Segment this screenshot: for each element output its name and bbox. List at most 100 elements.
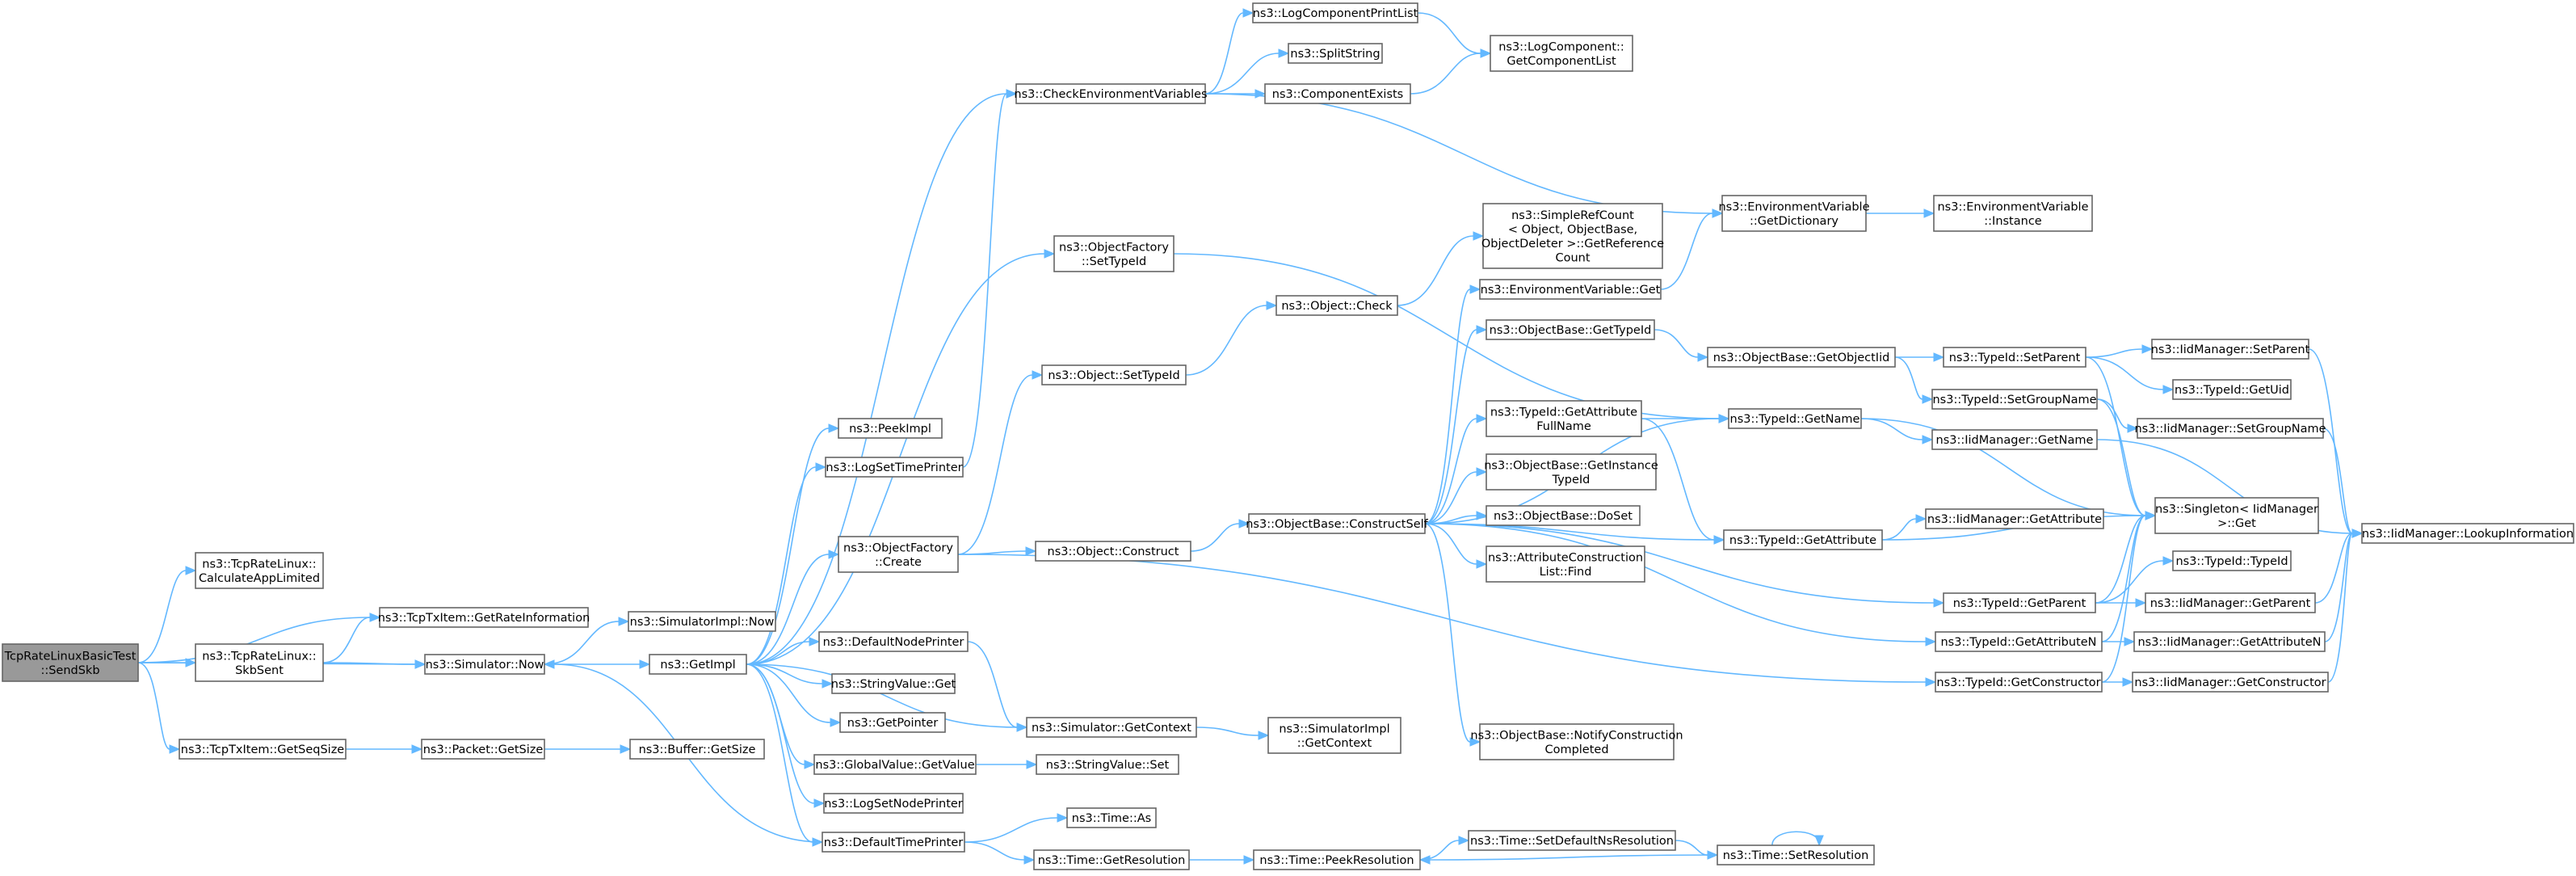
node-iidGetAttribute[interactable]: ns3::IidManager::GetAttribute [1925, 508, 2104, 529]
node-getPointer[interactable]: ns3::GetPointer [839, 712, 946, 733]
node-typeIdGetName[interactable]: ns3::TypeId::GetName [1728, 408, 1862, 429]
node-notifyConstruction[interactable]: ns3::ObjectBase::NotifyConstructionCompl… [1470, 723, 1683, 760]
edge-arrowhead [1458, 836, 1470, 845]
node-iidSetGroupName[interactable]: ns3::IidManager::SetGroupName [2134, 418, 2326, 439]
node-iidGetParent[interactable]: ns3::IidManager::GetParent [2145, 592, 2316, 613]
node-constructSelf[interactable]: ns3::ObjectBase::ConstructSelf [1246, 513, 1429, 534]
node-typeIdGetAttributeN[interactable]: ns3::TypeId::GetAttributeN [1935, 631, 2103, 652]
node-typeIdGetParent[interactable]: ns3::TypeId::GetParent [1943, 592, 2096, 613]
edge-getSeqSize-to-packetGetSize [346, 744, 423, 754]
node-objBaseGetObjectIid[interactable]: ns3::ObjectBase::GetObjectIid [1707, 347, 1896, 368]
node-componentExists[interactable]: ns3::ComponentExists [1264, 83, 1411, 104]
edge-line [1660, 213, 1713, 290]
node-label: ns3::SimpleRefCount [1511, 209, 1634, 222]
edge-root-to-calcAppLimited [137, 566, 197, 663]
edge-arrowhead [1469, 737, 1481, 747]
node-iidGetAttributeN[interactable]: ns3::IidManager::GetAttributeN [2133, 631, 2326, 652]
node-logCompGetList[interactable]: ns3::LogComponent::GetComponentList [1490, 35, 1633, 72]
node-typeIdSetParent[interactable]: ns3::TypeId::SetParent [1943, 347, 2086, 368]
node-timeGetResolution[interactable]: ns3::Time::GetResolution [1033, 849, 1190, 870]
edge-line [746, 663, 831, 723]
edge-getImpl-to-peekImpl [746, 423, 840, 665]
node-timeSetResolution[interactable]: ns3::Time::SetResolution [1717, 844, 1875, 865]
node-typeIdSetGroupName[interactable]: ns3::TypeId::SetGroupName [1931, 389, 2098, 410]
edge-getImpl-to-getPointer [746, 663, 842, 727]
node-envVarGetDict[interactable]: ns3::EnvironmentVariable::GetDictionary [1718, 195, 1870, 232]
node-objectSetTypeId[interactable]: ns3::Object::SetTypeId [1041, 364, 1187, 385]
node-label: Count [1555, 251, 1590, 264]
node-objBaseDoSet[interactable]: ns3::ObjectBase::DoSet [1486, 505, 1641, 526]
node-typeIdGetUid[interactable]: ns3::TypeId::GetUid [2172, 379, 2292, 400]
edge-typeIdGetAttrFullName-to-typeIdGetName [1641, 414, 1730, 423]
node-peekImpl[interactable]: ns3::PeekImpl [838, 418, 943, 439]
edge-arrowhead [830, 718, 842, 727]
node-label: ns3::ObjectBase::DoSet [1494, 510, 1633, 523]
node-simNow[interactable]: ns3::Simulator::Now [424, 654, 545, 675]
node-packetGetSize[interactable]: ns3::Packet::GetSize [421, 739, 545, 760]
edge-arrowhead [1473, 231, 1485, 241]
node-objectCheck[interactable]: ns3::Object::Check [1275, 295, 1398, 316]
edge-arrowhead [1278, 48, 1290, 58]
node-bufferGetSize[interactable]: ns3::Buffer::GetSize [629, 739, 765, 760]
node-logCompPrintList[interactable]: ns3::LogComponentPrintList [1252, 2, 1418, 23]
node-calcAppLimited[interactable]: ns3::TcpRateLinux::CalculateAppLimited [195, 552, 324, 589]
node-box [1033, 849, 1190, 870]
edge-line [746, 663, 1018, 728]
node-label: CalculateAppLimited [199, 572, 320, 585]
node-getSeqSize[interactable]: ns3::TcpTxItem::GetSeqSize [179, 739, 347, 760]
node-label: ns3::EnvironmentVariable [1937, 200, 2088, 213]
node-iidGetConstructor[interactable]: ns3::IidManager::GetConstructor [2132, 672, 2329, 693]
node-typeIdGetConstructor[interactable]: ns3::TypeId::GetConstructor [1935, 672, 2103, 693]
edge-typeIdSetGroupName-to-singletonGet [2096, 398, 2157, 520]
node-iidGetName[interactable]: ns3::IidManager::GetName [1931, 429, 2098, 450]
node-box [1479, 723, 1675, 760]
node-timeSetDefaultNsRes[interactable]: ns3::Time::SetDefaultNsResolution [1468, 830, 1676, 851]
node-label: ns3::ObjectBase::GetObjectIid [1713, 352, 1890, 364]
node-stringValueSet[interactable]: ns3::StringValue::Set [1036, 754, 1179, 775]
node-logSetNodePrinter[interactable]: ns3::LogSetNodePrinter [823, 793, 964, 814]
node-iidSetParent[interactable]: ns3::IidManager::SetParent [2151, 339, 2310, 360]
node-simpleRefCount[interactable]: ns3::SimpleRefCount< Object, ObjectBase,… [1481, 203, 1664, 269]
node-objBaseGetTypeId[interactable]: ns3::ObjectBase::GetTypeId [1486, 319, 1655, 340]
node-objFactoryCreate[interactable]: ns3::ObjectFactory::Create [838, 536, 959, 573]
node-label: ns3::TypeId::GetConstructor [1936, 676, 2100, 689]
node-timePeekResolution[interactable]: ns3::Time::PeekResolution [1253, 849, 1421, 870]
node-stringValueGet[interactable]: ns3::StringValue::Get [831, 673, 956, 694]
node-box [1482, 203, 1663, 269]
node-label: ns3::IidManager::SetParent [2151, 343, 2310, 356]
node-envVarGet[interactable]: ns3::EnvironmentVariable::Get [1479, 279, 1662, 300]
node-checkEnv[interactable]: ns3::CheckEnvironmentVariables [1014, 83, 1208, 104]
node-typeIdGetAttribute[interactable]: ns3::TypeId::GetAttribute [1723, 529, 1883, 550]
node-objFactorySetTypeId[interactable]: ns3::ObjectFactory::SetTypeId [1053, 235, 1175, 272]
node-singletonGet[interactable]: ns3::Singleton< IidManager>::Get [2154, 497, 2319, 534]
node-timeAs[interactable]: ns3::Time::As [1066, 807, 1157, 828]
node-splitString[interactable]: ns3::SplitString [1288, 43, 1383, 64]
edge-arrowhead [813, 798, 826, 808]
edge-line [1397, 235, 1474, 306]
edge-line [967, 641, 1018, 728]
node-typeIdTypeId[interactable]: ns3::TypeId::TypeId [2172, 550, 2292, 571]
node-iidLookupInfo[interactable]: ns3::IidManager::LookupInformation [2361, 523, 2574, 544]
node-globalValueGet[interactable]: ns3::GlobalValue::GetValue [813, 754, 977, 775]
node-root[interactable]: TcpRateLinuxBasicTest::SendSkb [2, 643, 139, 682]
node-defaultTimePrinter[interactable]: ns3::DefaultTimePrinter [822, 832, 965, 853]
node-getRateInfo[interactable]: ns3::TcpTxItem::GetRateInformation [378, 607, 590, 628]
node-simImplGetContext[interactable]: ns3::SimulatorImpl::GetContext [1267, 717, 1401, 754]
node-getImpl[interactable]: ns3::GetImpl [649, 654, 747, 675]
node-simGetContext[interactable]: ns3::Simulator::GetContext [1026, 717, 1197, 738]
node-skbSent[interactable]: ns3::TcpRateLinux::SkbSent [195, 643, 324, 682]
node-defaultNodePrinter[interactable]: ns3::DefaultNodePrinter [818, 631, 969, 652]
edge-line [1424, 523, 1927, 642]
node-envVarInstance[interactable]: ns3::EnvironmentVariable::Instance [1933, 195, 2093, 232]
node-label: ns3::Simulator::GetContext [1032, 722, 1191, 735]
edge-line [544, 621, 620, 665]
node-objectConstruct[interactable]: ns3::Object::Construct [1035, 541, 1191, 562]
node-label: ns3::Object::SetTypeId [1048, 369, 1179, 382]
node-label: ns3::StringValue::Set [1046, 759, 1170, 772]
node-logSetTimePrinter[interactable]: ns3::LogSetTimePrinter [825, 457, 964, 478]
edge-constructSelf-to-typeIdGetAttributeN [1424, 523, 1937, 646]
node-simImplNow[interactable]: ns3::SimulatorImpl::Now [628, 611, 776, 632]
